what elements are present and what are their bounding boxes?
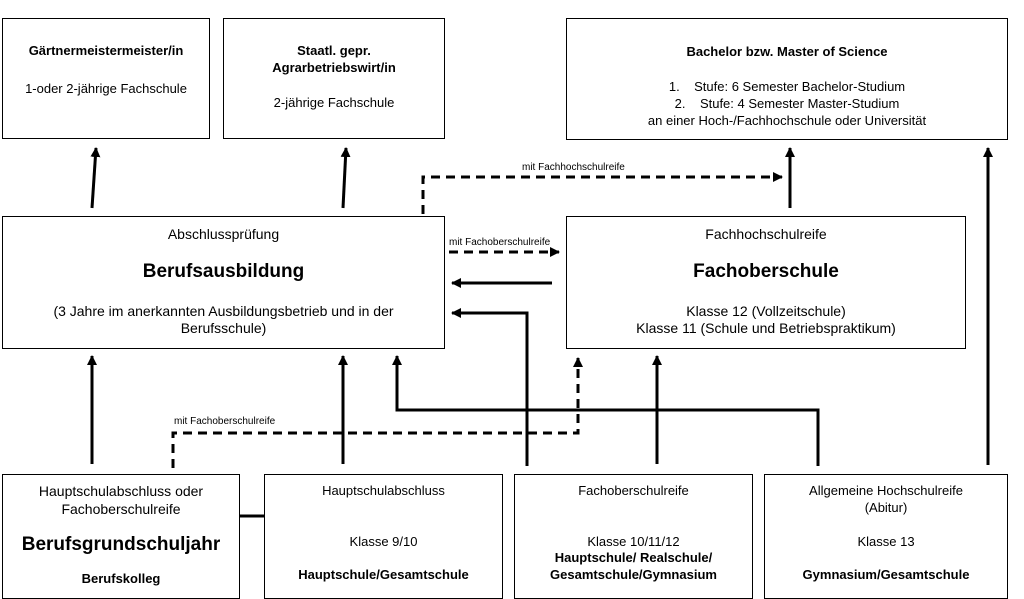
box-berufsausbildung: Abschlussprüfung Berufsausbildung (3 Jah… xyxy=(2,216,445,349)
arrow-fachoberschulreife-to-berufsausbildung xyxy=(451,308,529,466)
box-hauptschule: Hauptschulabschluss Klasse 9/10 Hauptsch… xyxy=(264,474,503,599)
bachelor-title: Bachelor bzw. Master of Science xyxy=(686,44,888,59)
bachelor-item1-num: 1. xyxy=(668,79,680,94)
berufsausbildung-title: Berufsausbildung xyxy=(142,261,305,282)
bachelor-item1-text: Stufe: 6 Semester Bachelor-Studium xyxy=(694,79,906,94)
abitur-top1: Allgemeine Hochschulreife xyxy=(809,483,963,498)
box-fachoberschulreife: Fachoberschulreife Klasse 10/11/12 Haupt… xyxy=(514,474,753,599)
fachoberschule-line2: Klasse 11 (Schule und Betriebspraktikum) xyxy=(636,320,896,336)
box-gaertnermeister: Gärtnermeistermeister/in 1-oder 2-jährig… xyxy=(2,18,210,139)
bgj-bottom: Berufskolleg xyxy=(81,571,161,586)
gaertner-sub: 1-oder 2-jährige Fachschule xyxy=(25,81,187,96)
abitur-middle: Klasse 13 xyxy=(857,534,915,549)
label-mit-fachoberschulreife-bottom: mit Fachoberschulreife xyxy=(174,416,276,427)
arrow-abitur-to-berufsausbildung xyxy=(392,355,820,466)
fosr-bottom1: Hauptschule/ Realschule/ xyxy=(554,550,713,565)
fachoberschule-line1: Klasse 12 (Vollzeitschule) xyxy=(686,303,846,319)
bgj-title: Berufsgrundschuljahr xyxy=(21,534,221,555)
gaertner-title: Gärtnermeistermeister/in xyxy=(28,43,184,58)
fosr-bottom2: Gesamtschule/Gymnasium xyxy=(550,567,717,582)
box-berufsgrundschuljahr: Hauptschulabschluss oder Fachoberschulre… xyxy=(2,474,240,599)
hauptschule-top: Hauptschulabschluss xyxy=(322,483,445,498)
agrar-title-line1: Staatl. gepr. xyxy=(297,43,371,58)
dashed-arrow-berufsausbildung-to-bachelor xyxy=(421,172,783,214)
agrar-title-line2: Agrarbetriebswirt/in xyxy=(272,60,396,75)
arrow-berufsausbildung-to-agrar xyxy=(340,147,351,209)
bachelor-item1: 1. Stufe: 6 Semester Bachelor-Studium xyxy=(567,79,1007,94)
bachelor-line3: an einer Hoch-/Fachhochschule oder Unive… xyxy=(647,113,927,128)
agrar-sub: 2-jährige Fachschule xyxy=(273,95,395,110)
label-mit-fachoberschulreife-top: mit Fachoberschulreife xyxy=(449,237,551,248)
hauptschule-middle: Klasse 9/10 xyxy=(349,534,418,549)
bachelor-item2: 2. Stufe: 4 Semester Master-Studium xyxy=(567,96,1007,111)
arrow-berufsausbildung-to-gaertner xyxy=(90,147,101,209)
fosr-middle: Klasse 10/11/12 xyxy=(587,534,680,549)
dashed-arrow-bgj-to-fachoberschule xyxy=(171,357,583,468)
hauptschule-bottom: Hauptschule/Gesamtschule xyxy=(298,567,469,582)
box-bachelor-master: Bachelor bzw. Master of Science 1. Stufe… xyxy=(566,18,1008,140)
box-agrarbetriebswirt: Staatl. gepr. Agrarbetriebswirt/in 2-jäh… xyxy=(223,18,445,139)
bachelor-item2-text: Stufe: 4 Semester Master-Studium xyxy=(699,96,900,111)
box-abitur: Allgemeine Hochschulreife (Abitur) Klass… xyxy=(764,474,1008,599)
abitur-bottom: Gymnasium/Gesamtschule xyxy=(802,567,970,582)
bachelor-item2-num: 2. xyxy=(674,96,686,111)
abitur-top2: (Abitur) xyxy=(864,500,908,515)
fosr-top: Fachoberschulreife xyxy=(578,483,689,498)
box-fachoberschule: Fachhochschulreife Fachoberschule Klasse… xyxy=(566,216,966,349)
label-mit-fachhochschulreife: mit Fachhochschulreife xyxy=(522,162,625,173)
bgj-line1: Hauptschulabschluss oder xyxy=(38,483,204,499)
fachoberschule-top: Fachhochschulreife xyxy=(705,226,827,242)
berufsausbildung-line2: Berufsschule) xyxy=(180,320,267,336)
fachoberschule-title: Fachoberschule xyxy=(693,261,839,282)
berufsausbildung-top: Abschlussprüfung xyxy=(167,226,280,242)
berufsausbildung-line1: (3 Jahre im anerkannten Ausbildungsbetri… xyxy=(53,303,394,319)
bgj-line2: Fachoberschulreife xyxy=(61,501,181,517)
